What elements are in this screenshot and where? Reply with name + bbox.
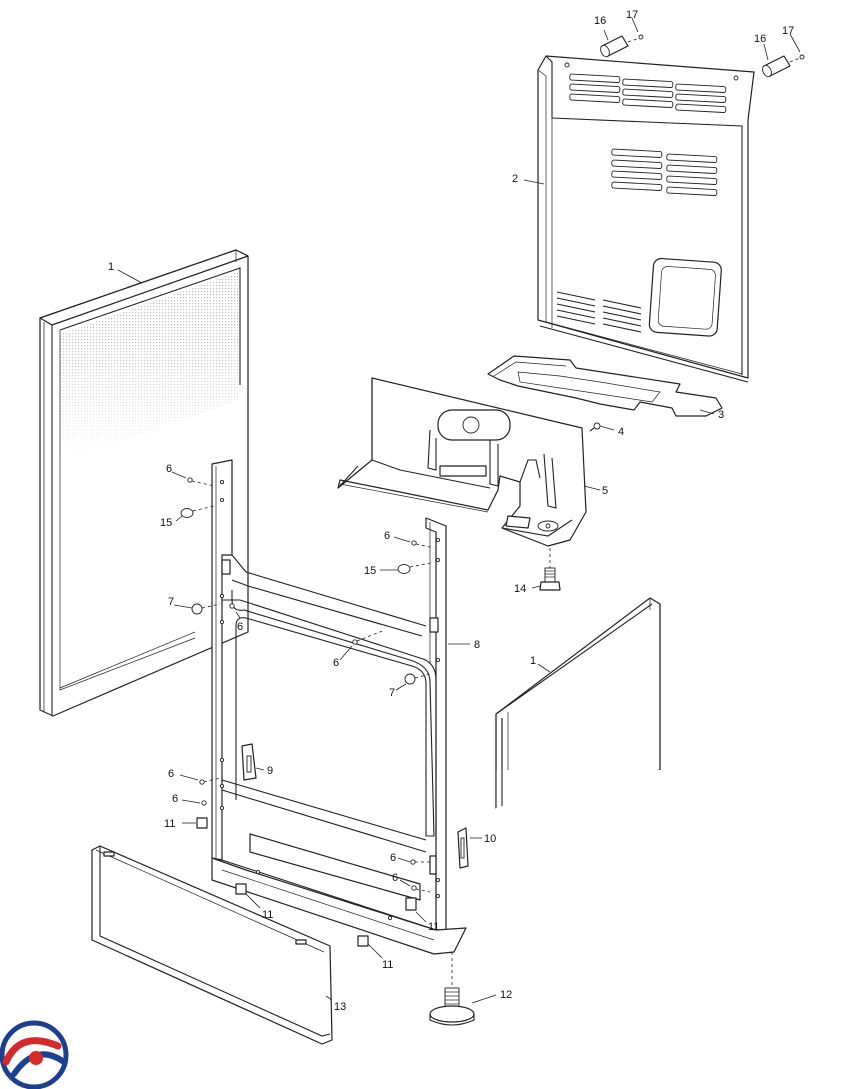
brand-logo	[0, 1020, 69, 1089]
hinge-9	[241, 743, 257, 781]
callout-17-b: 17	[782, 25, 794, 37]
callout-9: 9	[267, 765, 273, 777]
back-panel	[537, 55, 755, 383]
adjustable-foot-12	[429, 952, 475, 1026]
hardware-knobs-7-15	[180, 505, 431, 685]
back-panel-vents-upper	[569, 73, 727, 113]
callout-6-b: 6	[384, 530, 390, 542]
logo-red-swoosh	[2, 1037, 62, 1066]
side-panel-right	[495, 597, 666, 820]
callout-13: 13	[334, 1001, 346, 1013]
callout-6-g: 6	[390, 852, 396, 864]
base-bracket-3	[487, 355, 723, 417]
callout-11-a: 11	[164, 818, 175, 830]
callout-11-d: 11	[382, 959, 393, 971]
spacer-16-right	[762, 54, 805, 78]
callout-15-a: 15	[160, 517, 172, 529]
callout-6-d: 6	[333, 657, 339, 669]
control-bracket-5	[337, 377, 587, 547]
callout-7-b: 7	[389, 687, 395, 699]
callout-10: 10	[484, 833, 496, 845]
logo-outer-ring	[0, 1020, 69, 1089]
callout-8: 8	[474, 639, 480, 651]
callout-6-h: 6	[392, 872, 398, 884]
kick-plate-13	[91, 845, 333, 1045]
screw-4	[589, 422, 601, 432]
callout-6-e: 6	[168, 768, 174, 780]
callout-12: 12	[500, 989, 512, 1001]
callout-labels: 1 1 2 3 4 5 6 6 6 6 6 6 6 6 7 7 8 9 10 1…	[108, 9, 794, 1013]
leader-lines	[117, 17, 801, 1004]
callout-1-right: 1	[530, 655, 536, 667]
callout-7-a: 7	[168, 596, 174, 608]
back-panel-vents-middle	[611, 148, 718, 196]
callout-3: 3	[718, 409, 724, 421]
callout-2: 2	[512, 173, 518, 185]
spacer-16-left	[600, 34, 644, 58]
hinge-10	[457, 827, 469, 869]
callout-11-c: 11	[428, 921, 439, 933]
callout-11-b: 11	[262, 909, 273, 921]
callout-6-c: 6	[237, 621, 243, 633]
callout-6-a: 6	[166, 463, 172, 475]
callout-16-b: 16	[754, 33, 766, 45]
callout-16-a: 16	[594, 15, 606, 27]
callout-6-f: 6	[172, 793, 178, 805]
hardware-screws-6	[187, 477, 435, 893]
front-frame-8	[211, 459, 467, 955]
callout-1-left: 1	[108, 261, 114, 273]
callout-17-a: 17	[626, 9, 638, 21]
side-panel-left	[39, 249, 249, 717]
hardware-clips-11	[196, 817, 417, 947]
callout-15-b: 15	[364, 565, 376, 577]
logo-center	[29, 1051, 43, 1065]
bolt-14	[539, 548, 561, 591]
callout-14: 14	[514, 583, 526, 595]
callout-4: 4	[618, 426, 624, 438]
callout-5: 5	[602, 485, 608, 497]
back-panel-vents-lower	[556, 291, 642, 333]
